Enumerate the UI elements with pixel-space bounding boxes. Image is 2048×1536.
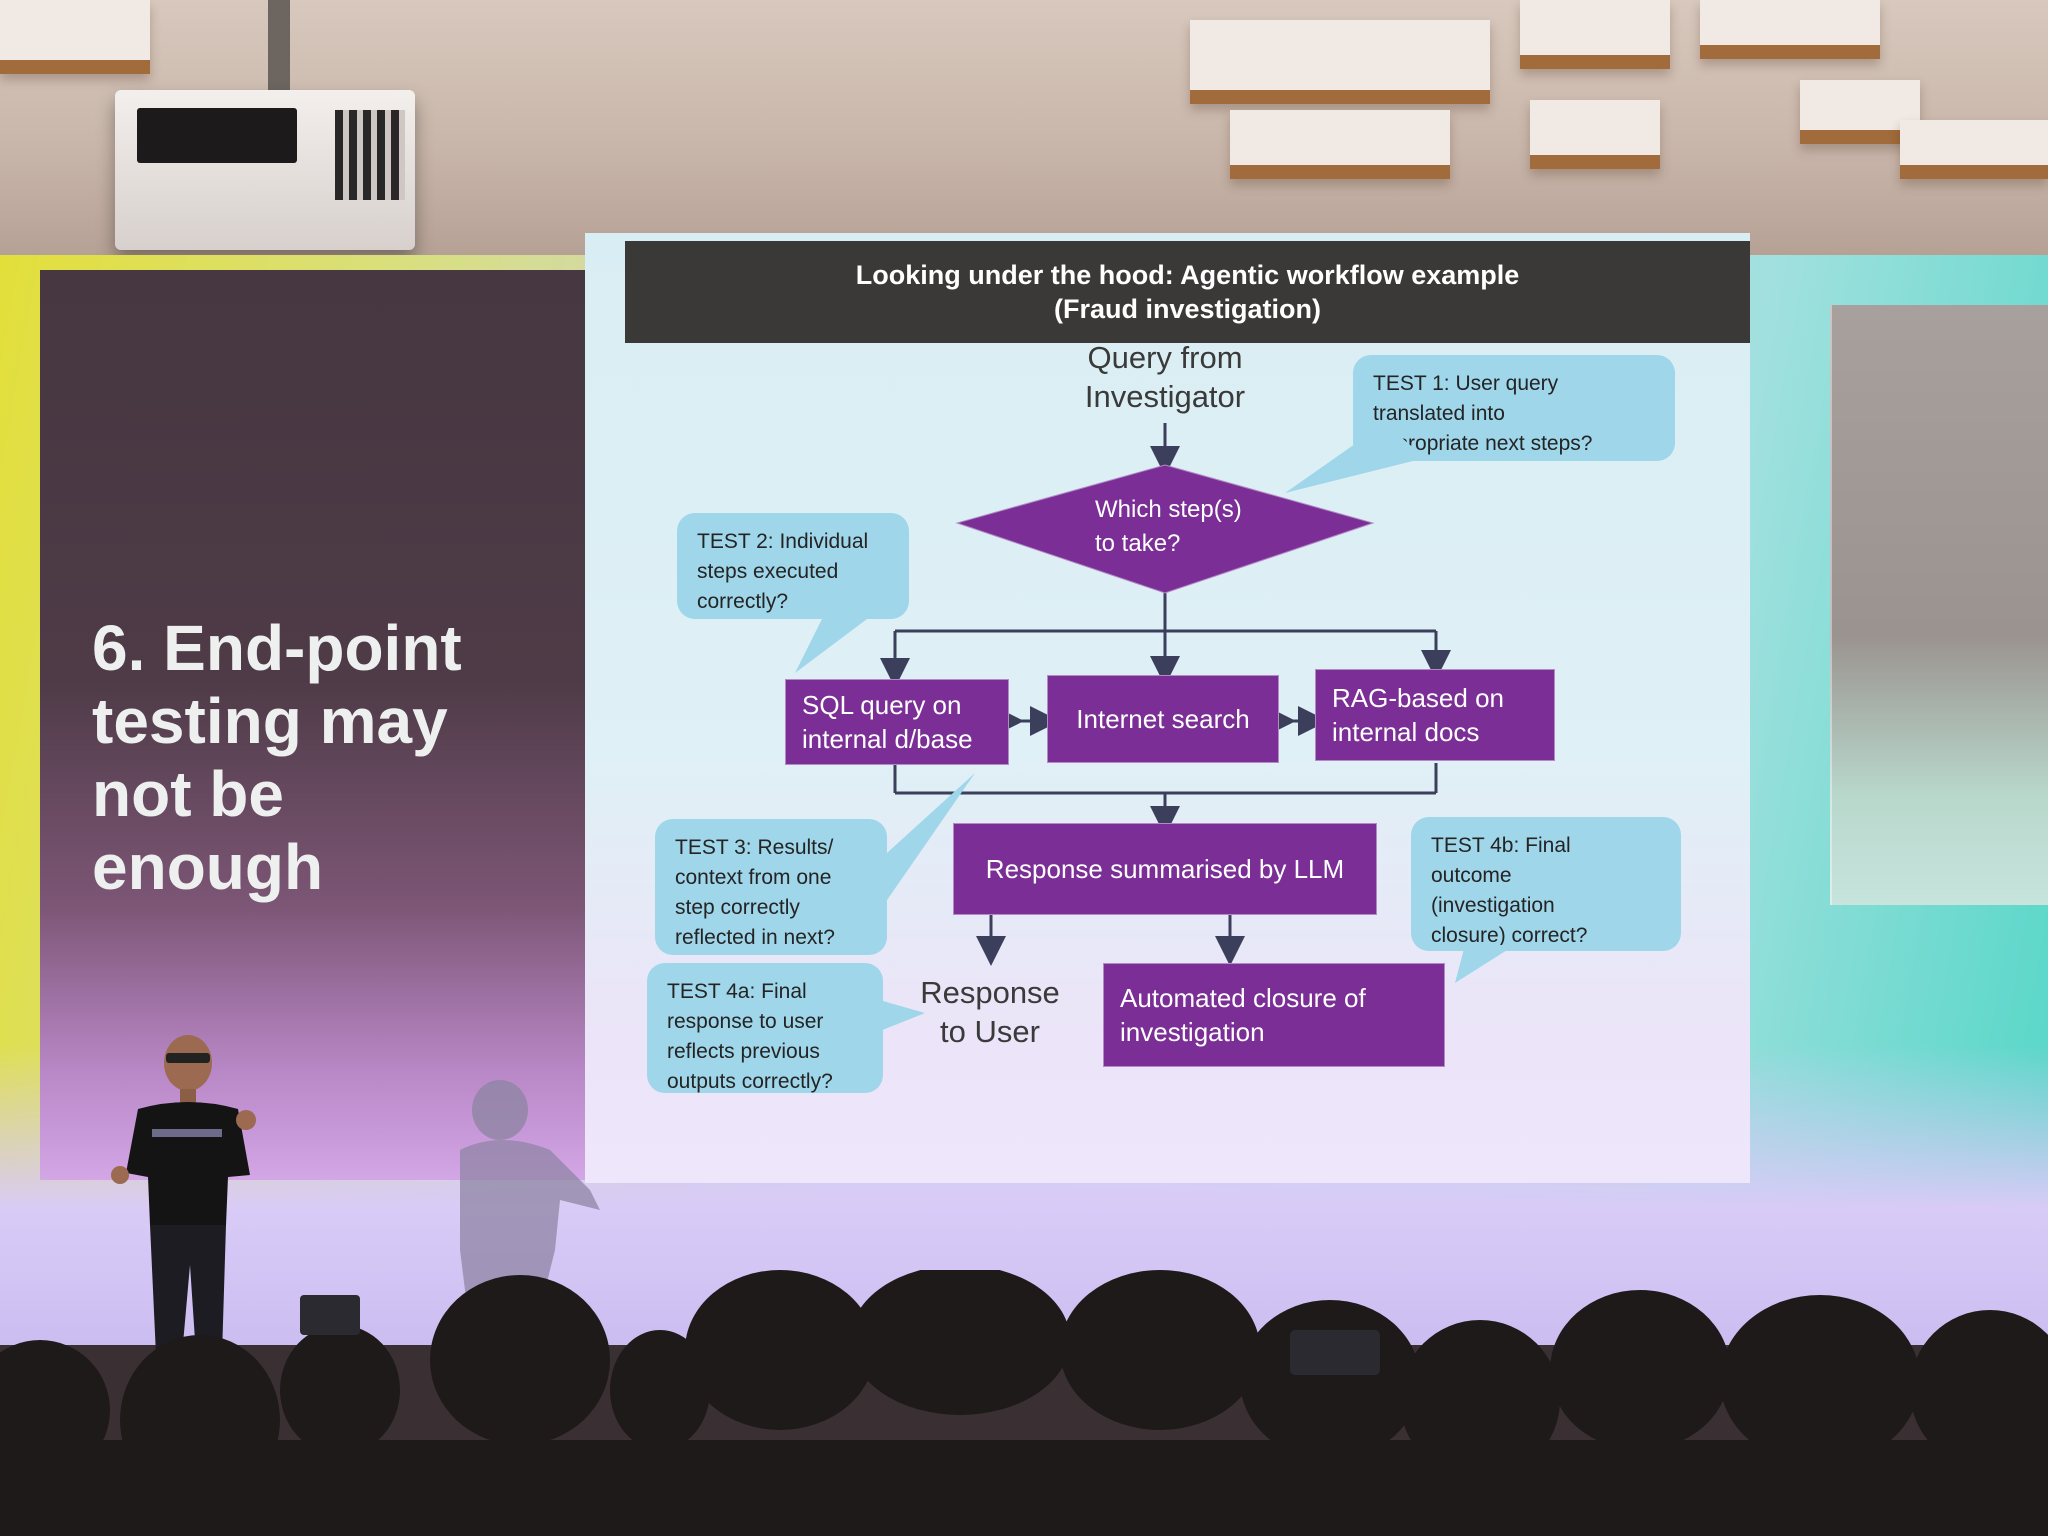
closure-line: investigation (1120, 1017, 1265, 1047)
flow-connectors (880, 423, 1451, 966)
step-line: Internet search (1076, 704, 1250, 734)
decision-line: to take? (1095, 530, 1181, 557)
query-line: Investigator (1084, 379, 1246, 414)
test-3-tail (865, 773, 975, 903)
test-line: step correctly (675, 896, 800, 919)
summary-step: Response summarised by LLM (953, 823, 1377, 915)
test-line: (investigation (1431, 894, 1555, 917)
test-1-tail (1285, 423, 1425, 493)
ceiling-panel (1530, 100, 1660, 169)
title-panel (40, 270, 595, 1180)
decision-line: Which step(s) (1095, 496, 1242, 523)
test-line: TEST 3: Results/ (675, 836, 834, 859)
ceiling-panel (1190, 20, 1490, 104)
ceiling-panel (1800, 80, 1920, 144)
query-line: Query from (1087, 340, 1243, 375)
projector-mount (268, 0, 290, 95)
test-3-bubble: TEST 3: Results/ context from one step c… (655, 819, 887, 955)
test-4b-tail (1455, 945, 1515, 983)
test-line: outputs correctly? (667, 1070, 833, 1093)
slide-title: Looking under the hood: Agentic workflow… (855, 260, 1520, 290)
decision-label: Which step(s) to take? (1055, 493, 1275, 561)
step-line: internal d/base (802, 724, 973, 754)
ceiling-panel (1900, 120, 2048, 179)
step-line: internal docs (1332, 717, 1480, 747)
summary-label: Response summarised by LLM (985, 854, 1345, 884)
heading-line: 6. End-point (92, 612, 462, 684)
slide-heading: 6. End-point testing may not be enough (92, 612, 562, 904)
sql-query-step: SQL query on internal d/base (785, 679, 1009, 765)
test-line: context from one (675, 866, 832, 889)
test-4a-bubble: TEST 4a: Final response to user reflects… (647, 963, 883, 1093)
projector-vent (335, 110, 405, 200)
test-line: steps executed (697, 560, 839, 583)
ceiling-panel (0, 0, 150, 74)
test-2-tail (795, 613, 875, 673)
heading-line: testing may (92, 685, 448, 757)
ceiling-panel (1230, 110, 1450, 179)
phone-icon (300, 1295, 360, 1335)
test-line: appropriate next steps? (1373, 432, 1593, 455)
internet-search-step: Internet search (1047, 675, 1279, 763)
test-line: correctly? (697, 590, 789, 613)
ceiling-panel (1520, 0, 1670, 69)
audience (0, 1270, 2048, 1536)
test-line: TEST 1: User query (1373, 372, 1559, 395)
presenter (111, 1035, 256, 1355)
slide-subtitle: (Fraud investigation) (1053, 294, 1321, 324)
ceiling (0, 0, 2048, 265)
test-4a-tail (855, 993, 925, 1033)
test-4b-bubble: TEST 4b: Final outcome (investigation cl… (1411, 817, 1681, 951)
phone-icon (1290, 1330, 1380, 1375)
rag-step: RAG-based on internal docs (1315, 669, 1555, 761)
test-line: TEST 2: Individual (697, 530, 869, 553)
test-line: translated into (1373, 402, 1505, 425)
response-node: Response to User (905, 973, 1075, 1051)
test-line: TEST 4b: Final (1431, 834, 1571, 857)
test-line: reflects previous (667, 1040, 820, 1063)
closure-line: Automated closure of (1120, 983, 1366, 1013)
closure-step: Automated closure of investigation (1103, 963, 1445, 1067)
decision-diamond (955, 464, 1375, 594)
test-line: reflected in next? (675, 926, 835, 949)
main-slide: Looking under the hood: Agentic workflow… (585, 233, 1750, 1183)
test-line: closure) correct? (1431, 924, 1588, 947)
projector (115, 90, 415, 250)
response-line: to User (940, 1014, 1040, 1049)
step-line: SQL query on (802, 690, 962, 720)
step-line: RAG-based on (1332, 683, 1504, 713)
test-line: TEST 4a: Final (667, 980, 807, 1003)
projector-lens (137, 108, 297, 163)
test-2-bubble: TEST 2: Individual steps executed correc… (677, 513, 909, 619)
bubble-tails (795, 423, 1515, 1033)
ceiling-panel (1700, 0, 1880, 59)
query-node: Query from Investigator (1055, 338, 1275, 416)
heading-line: not be (92, 758, 284, 830)
test-line: outcome (1431, 864, 1512, 887)
response-line: Response (920, 975, 1060, 1010)
heading-line: enough (92, 831, 324, 903)
slide-title-bar: Looking under the hood: Agentic workflow… (625, 241, 1750, 343)
test-line: response to user (667, 1010, 824, 1033)
side-screen (1830, 305, 2048, 905)
